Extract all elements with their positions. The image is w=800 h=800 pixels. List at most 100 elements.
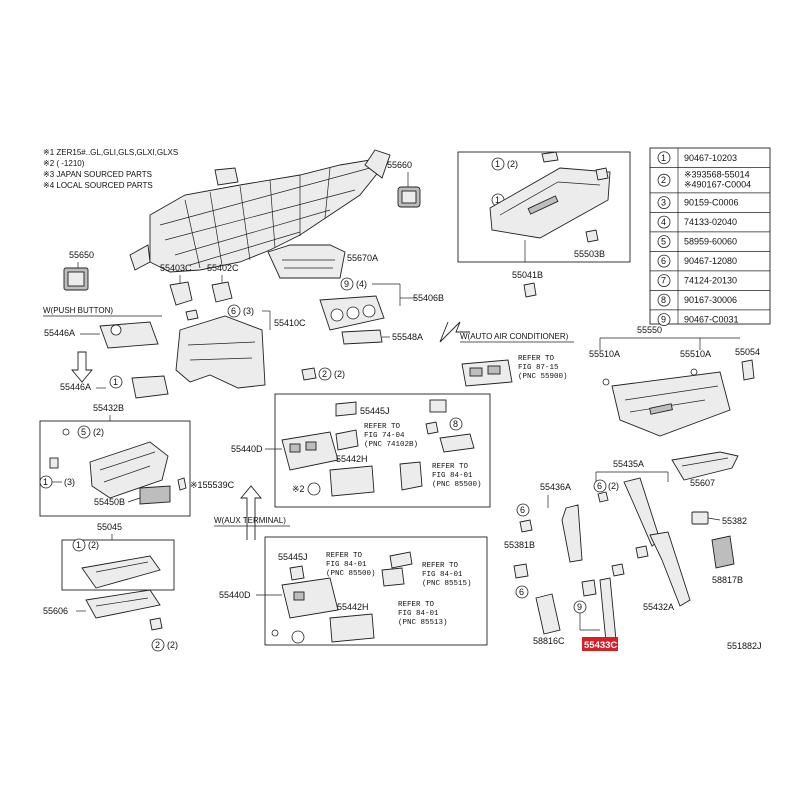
upper-box-group: 1 (2) 1 (2) 55503B 55041B: [457, 151, 631, 298]
label-55054: 55054: [735, 347, 760, 357]
legend-num: 5: [661, 237, 666, 247]
svg-text:6: 6: [520, 505, 525, 515]
legend-part-number: 74124-20130: [684, 276, 737, 286]
part-55440d-upper-group: 2 (2) 55445J 55440D REFER TO FIG 74-04 (…: [231, 367, 491, 508]
legend-num-circle: [657, 313, 671, 327]
legend-num: 7: [661, 276, 666, 286]
note-2: ※2 ( -1210): [43, 159, 85, 168]
label-155539c: ※155539C: [190, 480, 235, 490]
part-55432b-group: 55432B 5 (2) 1 (3) 55450B: [39, 403, 191, 517]
svg-text:8: 8: [453, 419, 458, 429]
svg-text:FIG 84-01: FIG 84-01: [422, 571, 463, 579]
part-55045-group: 55045 1 (2) 55606 2 (2): [43, 522, 178, 652]
legend-num-circle: [657, 215, 671, 229]
legend-part-number: 90167-30006: [684, 295, 737, 305]
notes-block: ※1 ZER15#..GL,GLI,GLS,GLXI,GLXS ※2 ( -12…: [43, 148, 178, 190]
legend-part-number: 74133-02040: [684, 217, 737, 227]
label-55446a-2: 55446A: [60, 382, 91, 392]
svg-text:(2): (2): [334, 369, 345, 379]
svg-text:(2): (2): [88, 540, 99, 550]
part-55406b: 9 (4) 55406B 55548A: [319, 277, 444, 345]
legend-num: 9: [661, 315, 666, 325]
label-55410c: 55410C: [274, 318, 306, 328]
label-55446a-1: 55446A: [44, 328, 75, 338]
part-55435a-group: 55435A 55607 6 (2) 55436A 55382 6 55381B…: [504, 451, 747, 651]
label-55436a: 55436A: [540, 482, 571, 492]
svg-text:FIG 84-01: FIG 84-01: [398, 610, 439, 618]
svg-text:FIG 87-15: FIG 87-15: [518, 364, 559, 372]
svg-text:2: 2: [155, 640, 160, 650]
legend-num-circle: [657, 235, 671, 249]
legend-num: 6: [661, 256, 666, 266]
label-55550: 55550: [637, 325, 662, 335]
label-55041b: 55041B: [512, 270, 543, 280]
note-4: ※4 LOCAL SOURCED PARTS: [43, 181, 153, 190]
legend-num-circle: [657, 254, 671, 268]
legend-num-circle: [657, 274, 671, 288]
label-55440d-1: 55440D: [231, 444, 263, 454]
part-55402c: 55402C: [207, 263, 239, 303]
svg-text:5: 5: [81, 427, 86, 437]
legend-num: 2: [661, 175, 666, 185]
legend-part-number: ※393568-55014: [684, 170, 750, 180]
svg-text:(2): (2): [167, 640, 178, 650]
label-55670a: 55670A: [347, 253, 378, 263]
label-55382: 55382: [722, 516, 747, 526]
part-55550: 55550 55510A 55510A 55054: [589, 325, 760, 437]
svg-text:REFER TO: REFER TO: [398, 601, 435, 609]
header-aux-terminal: W(AUX TERMINAL): [214, 516, 286, 525]
svg-text:1: 1: [495, 159, 500, 169]
svg-text:REFER TO: REFER TO: [518, 355, 555, 363]
svg-text:(PNC 85513): (PNC 85513): [398, 619, 448, 627]
legend-num-circle: [657, 173, 671, 187]
label-55406b: 55406B: [413, 293, 444, 303]
svg-text:2: 2: [322, 369, 327, 379]
dashboard-frame: [129, 149, 391, 273]
label-55045: 55045: [97, 522, 122, 532]
svg-text:1: 1: [113, 377, 118, 387]
auto-ac-section: W(AUTO AIR CONDITIONER) REFER TO FIG 87-…: [460, 332, 574, 387]
label-58816c: 58816C: [533, 636, 565, 646]
svg-text:FIG 84-01: FIG 84-01: [326, 561, 367, 569]
diagram-code: 551882J: [727, 641, 762, 651]
label-55445j-2: 55445J: [278, 552, 308, 562]
svg-text:(PNC 55900): (PNC 55900): [518, 373, 568, 381]
part-55670a: 55670A: [267, 244, 378, 279]
highlighted-part-box: [582, 637, 618, 651]
svg-text:FIG 74-04: FIG 74-04: [364, 432, 405, 440]
legend-num: 4: [661, 217, 666, 227]
label-55445j-1: 55445J: [360, 406, 390, 416]
svg-text:(2): (2): [608, 481, 619, 491]
header-auto-ac: W(AUTO AIR CONDITIONER): [460, 332, 569, 341]
label-55450b: 55450B: [94, 497, 125, 507]
note-3: ※3 JAPAN SOURCED PARTS: [43, 170, 152, 179]
svg-text:REFER TO: REFER TO: [422, 562, 459, 570]
legend-num: 1: [661, 153, 666, 163]
label-55432a: 55432A: [643, 602, 674, 612]
label-55432b: 55432B: [93, 403, 124, 413]
svg-text:(PNC 85500): (PNC 85500): [326, 570, 376, 578]
label-55660: 55660: [387, 160, 412, 170]
part-55403c: 55403C: [160, 263, 193, 306]
label-55381b: 55381B: [504, 540, 535, 550]
svg-text:(PNC 85500): (PNC 85500): [432, 481, 482, 489]
svg-text:REFER TO: REFER TO: [432, 463, 469, 471]
svg-text:(PNC 85515): (PNC 85515): [422, 580, 472, 588]
svg-text:(3): (3): [64, 477, 75, 487]
header-push-button: W(PUSH BUTTON): [43, 306, 113, 315]
label-55442h-1: 55442H: [336, 454, 368, 464]
legend-num: 8: [661, 295, 666, 305]
part-155539c: ※155539C: [177, 477, 235, 491]
label-55440d-2: 55440D: [219, 590, 251, 600]
svg-text:1: 1: [43, 477, 48, 487]
svg-text:9: 9: [577, 602, 582, 612]
svg-text:6: 6: [519, 587, 524, 597]
part-55410c: 6 (3) 55410C: [175, 304, 306, 389]
part-55650: 55650: [63, 250, 94, 291]
legend-part-number: 90467-12080: [684, 256, 737, 266]
note-1: ※1 ZER15#..GL,GLI,GLS,GLXI,GLXS: [43, 148, 178, 157]
svg-text:(4): (4): [356, 279, 367, 289]
svg-text:6: 6: [597, 481, 602, 491]
